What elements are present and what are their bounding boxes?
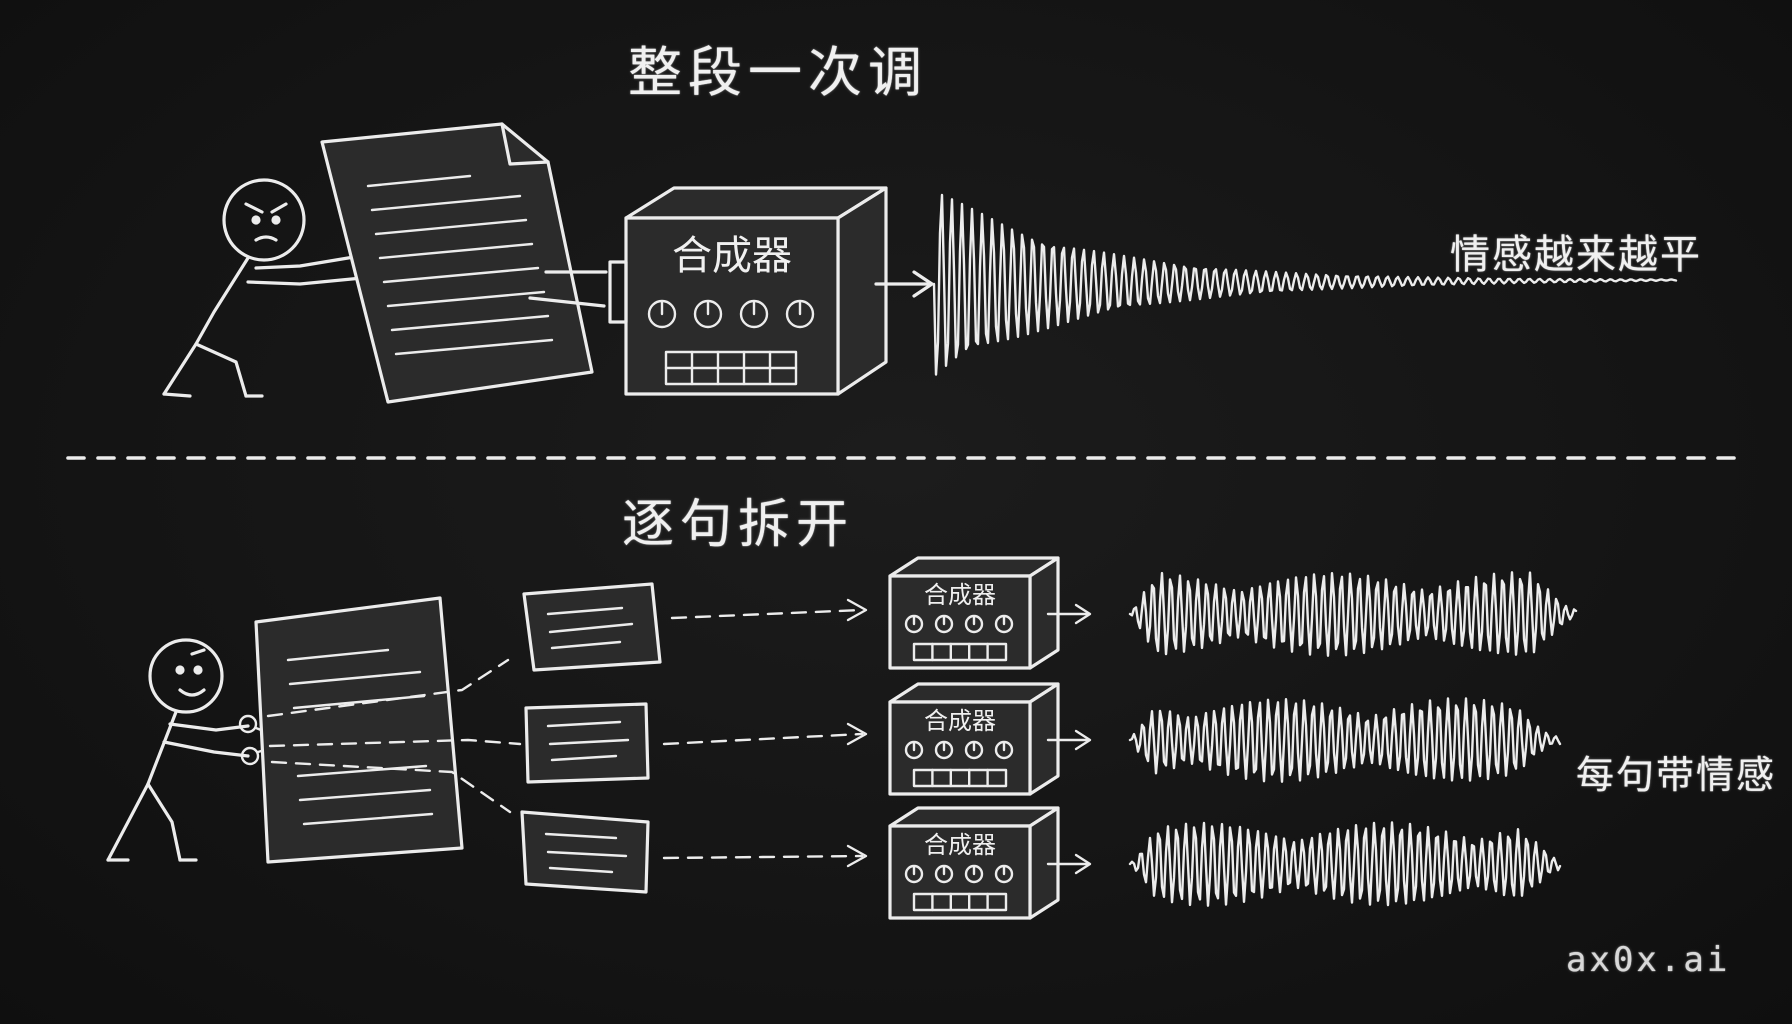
sentence-fragment-2 xyxy=(524,702,650,784)
top-document xyxy=(320,122,608,404)
synth-label: 合成器 xyxy=(924,831,996,859)
synth-output-arrowhead xyxy=(1074,729,1092,751)
bottom-document-being-cut xyxy=(254,596,522,864)
fragment-arrows xyxy=(662,598,868,868)
synth-label: 合成器 xyxy=(924,707,996,735)
bottom-waveform-1 xyxy=(1128,571,1578,657)
bottom-result-note: 每句带情感 xyxy=(1576,753,1777,797)
synth-output-arrowhead xyxy=(1074,603,1092,625)
top-synth-knobs xyxy=(647,299,815,329)
bottom-synthesizer-3: 合成器 xyxy=(888,806,1092,920)
top-synth-label: 合成器 xyxy=(672,233,792,279)
bottom-waveform-3 xyxy=(1128,821,1562,907)
sentence-fragment-3 xyxy=(520,810,650,894)
watermark-text: ax0x.ai xyxy=(1566,940,1731,980)
synth-keypad xyxy=(912,768,1008,788)
top-synthesizer: 合成器 xyxy=(608,186,934,396)
bottom-synthesizer-2: 合成器 xyxy=(888,682,1092,796)
top-result-note: 情感越来越平 xyxy=(1450,232,1702,278)
synth-keypad xyxy=(912,642,1008,662)
bottom-synthesizer-1: 合成器 xyxy=(888,556,1092,670)
top-waveform-decaying xyxy=(932,193,1678,376)
top-stick-figure xyxy=(162,178,364,398)
bottom-stick-figure xyxy=(106,638,250,862)
synth-label: 合成器 xyxy=(924,581,996,609)
top-synth-grid xyxy=(664,350,798,386)
synth-keypad xyxy=(912,892,1008,912)
sentence-fragment-1 xyxy=(522,582,662,672)
bottom-section-title: 逐句拆开 xyxy=(622,495,855,555)
bottom-waveform-2 xyxy=(1128,697,1562,783)
top-section-title: 整段一次调 xyxy=(628,41,928,104)
synth-output-arrowhead xyxy=(1074,853,1092,875)
